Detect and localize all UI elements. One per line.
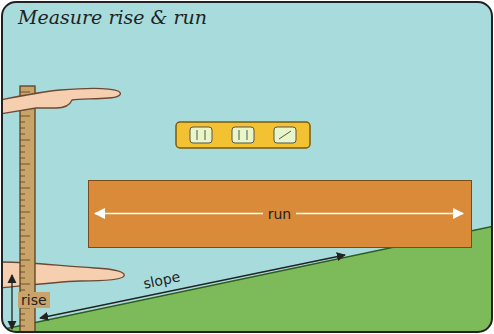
- dimension-label: rise: [18, 292, 50, 308]
- slope-arrow: [40, 255, 345, 318]
- hand: [2, 89, 120, 114]
- title: Measure rise & run: [18, 6, 207, 28]
- spirit-level: [176, 122, 310, 148]
- board: run: [88, 180, 472, 248]
- rise-arrow: [11, 275, 12, 329]
- dimension-label: run: [263, 206, 297, 222]
